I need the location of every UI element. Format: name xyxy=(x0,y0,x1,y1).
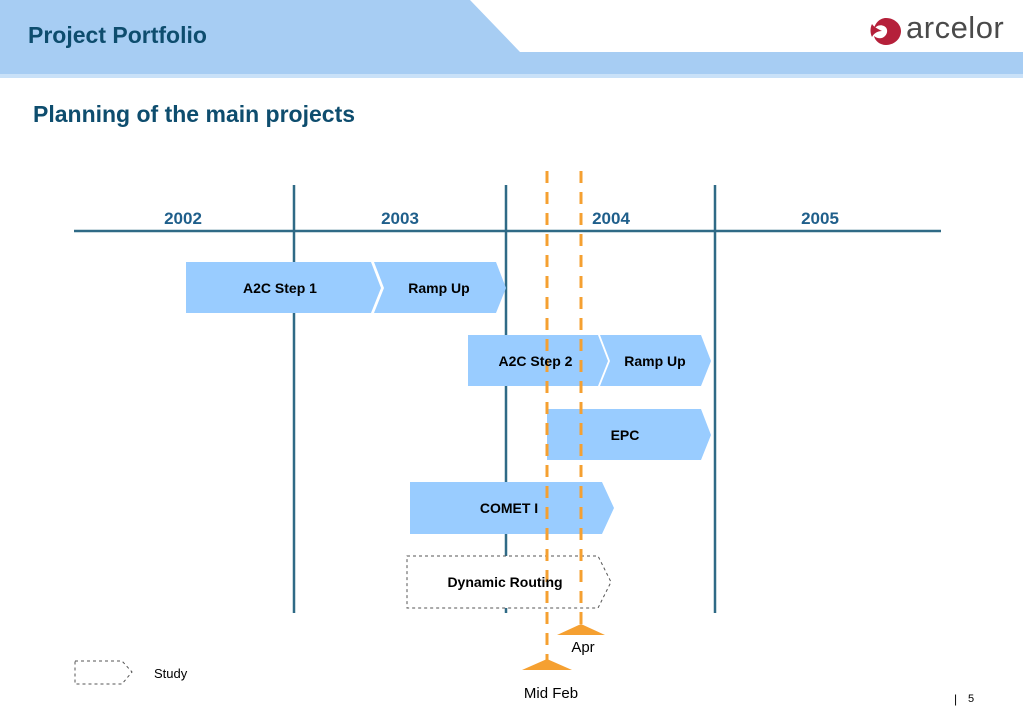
bar-dynamic-routing xyxy=(406,555,612,609)
marker-triangle-mid-feb xyxy=(522,659,572,670)
bar-ramp-up-1 xyxy=(374,262,506,313)
bar-label-dynamic-routing: Dynamic Routing xyxy=(447,574,563,590)
year-label-2004: 2004 xyxy=(592,209,630,228)
bar-a2c-step-1 xyxy=(186,262,381,313)
bar-comet-i xyxy=(410,482,614,534)
brand-name: arcelor xyxy=(906,10,1005,45)
bar-label-comet-i: COMET I xyxy=(479,500,539,516)
footer-separator: | xyxy=(954,692,958,706)
page-number: 5 xyxy=(968,693,975,705)
slide-subtitle: Planning of the main projects xyxy=(33,101,356,127)
bar-label-ramp-up-1: Ramp Up xyxy=(408,280,470,296)
marker-triangle-apr xyxy=(557,624,605,635)
marker-label-apr: Apr xyxy=(571,639,595,656)
bar-label-a2c-step-1: A2C Step 1 xyxy=(243,280,317,296)
bar-a2c-step-2 xyxy=(468,335,608,386)
bar-ramp-up-2 xyxy=(600,335,711,386)
bar-label-epc: EPC xyxy=(610,427,640,443)
legend-study-label: Study xyxy=(154,666,188,681)
bar-label-a2c-step-2: A2C Step 2 xyxy=(498,353,573,369)
year-label-2002: 2002 xyxy=(164,209,202,228)
legend-study-shape xyxy=(74,660,133,685)
year-label-2003: 2003 xyxy=(381,209,419,228)
arcelor-logo-icon xyxy=(870,18,901,45)
marker-label-mid-feb: Mid Feb xyxy=(523,685,579,702)
year-label-2005: 2005 xyxy=(801,209,839,228)
bar-epc xyxy=(547,409,711,460)
bar-label-ramp-up-2: Ramp Up xyxy=(624,353,686,369)
page-title: Project Portfolio xyxy=(28,22,207,48)
